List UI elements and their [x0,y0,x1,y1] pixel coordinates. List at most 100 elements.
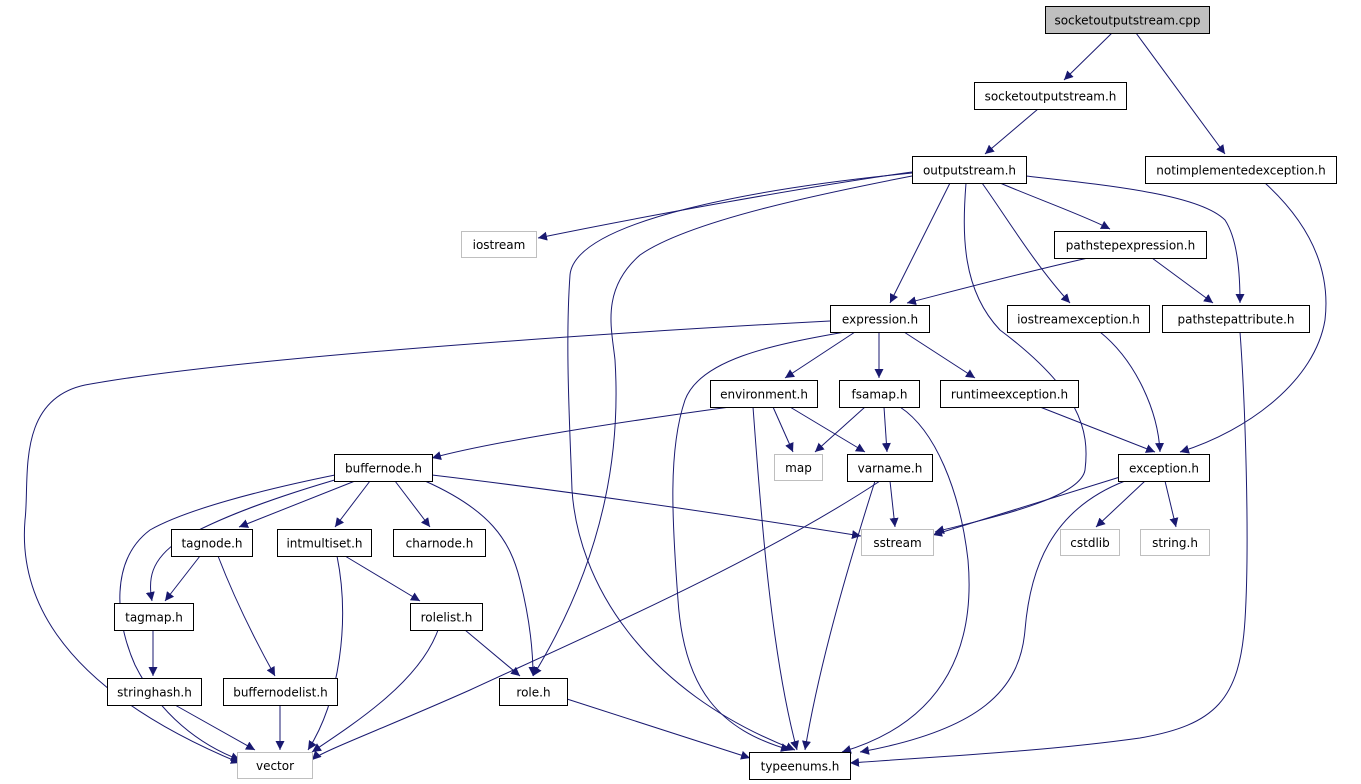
node-box [1140,529,1210,556]
edge-buffernode_h-to-role_h [424,480,538,677]
node-label: pathstepattribute.h [1178,313,1295,327]
edge-stringhash_h-to-vector [174,704,256,751]
node-label: buffernode.h [345,462,422,476]
edge-expression_h-to-environment_h [784,331,856,379]
node-label: outputstream.h [923,164,1016,178]
edge-runtimeexception_h-to-exception_h [1039,406,1156,453]
edge-environment_h-to-varname_h [789,406,866,453]
node-label: stringhash.h [117,686,192,700]
node-exception_h[interactable]: exception.h [1118,454,1210,482]
node-box [277,529,372,557]
node-tagnode_h[interactable]: tagnode.h [171,529,253,557]
edge-exception_h-to-sstream [932,476,1121,537]
node-box [774,454,823,481]
edge-environment_h-to-buffernode_h [431,406,731,460]
edge-exception_h-to-typeenums_h [859,480,1126,755]
edge-buffernode_h-to-charnode_h [394,480,431,528]
node-tagmap_h[interactable]: tagmap.h [114,603,194,631]
node-box [107,678,202,706]
edge-fsamap_h-to-map [814,406,866,453]
node-layer: socketoutputstream.cpp socketoutputstream… [107,6,1337,780]
node-map: map [774,454,823,481]
edge-outputstream_h-to-iostream [537,171,913,241]
edge-tagnode_h-to-buffernodelist_h [217,555,276,677]
node-vector: vector [237,752,313,779]
node-label: typeenums.h [761,760,840,774]
edge-exception_h-to-string_h [1164,480,1179,528]
node-box [1045,6,1210,34]
edge-socketoutputstream_cpp-to-socketoutputstream_h [1063,32,1113,81]
edge-varname_h-to-sstream [889,480,899,528]
node-label: vector [256,759,294,773]
node-label: cstdlib [1070,536,1109,550]
edge-fsamap_h-to-typeenums_h [841,406,970,754]
node-rolelist_h[interactable]: rolelist.h [410,603,483,631]
node-label: string.h [1152,536,1198,550]
node-role_h[interactable]: role.h [499,678,568,706]
node-label: environment.h [720,388,808,402]
node-intmultiset_h[interactable]: intmultiset.h [277,529,372,557]
node-label: sstream [873,536,921,550]
edge-expression_h-to-vector [23,320,831,764]
node-box [461,231,537,258]
node-socketoutputstream_h[interactable]: socketoutputstream.h [974,82,1127,110]
node-socketoutputstream_cpp[interactable]: socketoutputstream.cpp [1045,6,1210,34]
node-label: iostream [473,238,526,252]
node-box [749,752,851,780]
node-box [334,454,433,482]
edge-outputstream_h-to-typeenums_h [567,172,913,751]
edge-expression_h-to-typeenums_h [672,331,846,752]
node-label: rolelist.h [421,611,473,625]
node-box [237,752,313,779]
node-label: notimplementedexception.h [1156,164,1325,178]
node-buffernode_h[interactable]: buffernode.h [334,454,433,482]
node-label: iostreamexception.h [1017,313,1140,327]
node-typeenums_h[interactable]: typeenums.h [749,752,851,780]
node-box [1162,305,1310,333]
edge-socketoutputstream_cpp-to-notimplementedexception_h [1135,32,1226,155]
node-box [1118,454,1210,482]
node-label: fsamap.h [852,388,908,402]
edge-expression_h-to-runtimeexception_h [903,331,976,379]
node-pathstepexpression_h[interactable]: pathstepexpression.h [1054,231,1207,259]
edge-exception_h-to-cstdlib [1095,480,1146,528]
node-label: pathstepexpression.h [1066,239,1195,253]
node-label: charnode.h [406,537,474,551]
edge-outputstream_h-to-role_h [532,175,913,677]
node-outputstream_h[interactable]: outputstream.h [912,156,1027,184]
node-box [912,156,1027,184]
edge-outputstream_h-to-pathstepexpression_h [999,182,1111,230]
node-iostreamexception_h[interactable]: iostreamexception.h [1007,305,1150,333]
edge-intmultiset_h-to-vector [307,555,344,751]
node-pathstepattribute_h[interactable]: pathstepattribute.h [1162,305,1310,333]
node-environment_h[interactable]: environment.h [710,380,818,408]
node-fsamap_h[interactable]: fsamap.h [839,380,920,408]
node-expression_h[interactable]: expression.h [830,305,930,333]
edge-pathstepexpression_h-to-expression_h [906,257,1089,306]
edge-pathstepexpression_h-to-pathstepattribute_h [1151,257,1214,304]
node-label: varname.h [858,462,923,476]
edge-rolelist_h-to-role_h [464,629,521,677]
node-box [114,603,194,631]
edge-fsamap_h-to-varname_h [881,406,891,453]
node-string_h: string.h [1140,529,1210,556]
node-stringhash_h[interactable]: stringhash.h [107,678,202,706]
node-charnode_h[interactable]: charnode.h [393,529,486,557]
node-cstdlib: cstdlib [1060,529,1120,556]
edge-buffernode_h-to-sstream [431,474,862,540]
node-box [940,380,1079,408]
node-box [1007,305,1150,333]
node-label: exception.h [1129,462,1199,476]
node-label: map [785,461,812,475]
node-buffernodelist_h[interactable]: buffernodelist.h [223,678,338,706]
node-notimplementedexception_h[interactable]: notimplementedexception.h [1145,156,1337,184]
edge-outputstream_h-to-sstream [934,182,1087,535]
node-box [839,380,920,408]
node-box [410,603,483,631]
edge-layer [23,32,1327,767]
node-varname_h[interactable]: varname.h [847,454,933,482]
node-label: tagmap.h [125,611,183,625]
edge-tagnode_h-to-tagmap_h [164,555,201,602]
node-runtimeexception_h[interactable]: runtimeexception.h [940,380,1079,408]
